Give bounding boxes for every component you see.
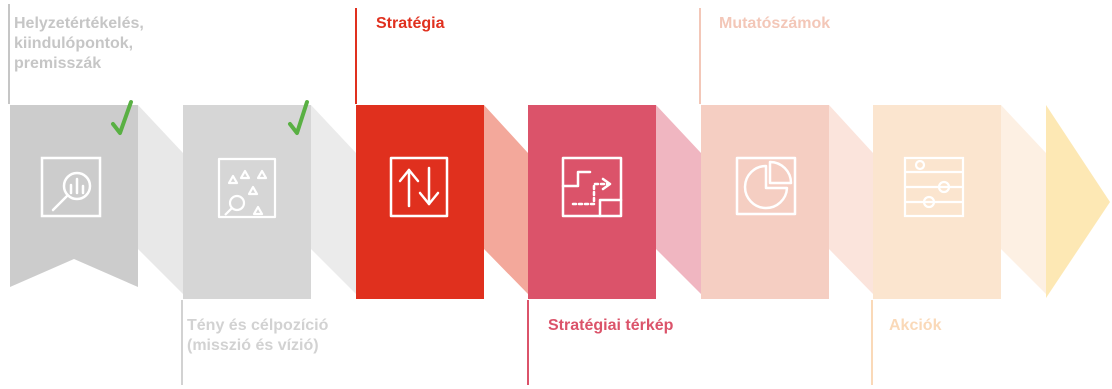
settings-gears-icon (903, 156, 965, 218)
step-connector (829, 105, 873, 294)
step-marker-line (527, 300, 529, 385)
step-label-current-target-position: Tény és célpozíció (misszió és vízió) (187, 317, 329, 354)
step-label-actions: Akciók (889, 317, 942, 334)
step-label-kpis: Mutatószámok (719, 15, 831, 32)
pie-chart-icon (735, 156, 797, 216)
step-label-strategy-map: Stratégiai térkép (548, 317, 674, 334)
step-connector (311, 105, 356, 294)
step-block (356, 105, 484, 299)
step-block (701, 105, 829, 299)
step-marker-line (355, 8, 357, 104)
step-connector (1001, 105, 1046, 294)
step-block (528, 105, 656, 299)
magnifier-chart-icon (40, 156, 102, 218)
checkmark-icon (288, 100, 309, 135)
step-block (183, 105, 311, 299)
step-marker-line (871, 300, 873, 385)
step-marker-line (699, 8, 701, 104)
up-down-arrows-icon (389, 156, 449, 218)
step-connector (138, 105, 183, 294)
step-connector (656, 105, 701, 294)
step-marker-line (8, 4, 10, 104)
step-label-situation-assessment: Helyzetértékelés, kiindulópontok, premis… (14, 15, 144, 72)
checkmark-icon (111, 100, 133, 135)
step-connector (484, 105, 528, 294)
step-label-strategy: Stratégia (376, 15, 445, 32)
target-triangles-icon (217, 157, 277, 219)
strategy-map-icon (561, 156, 623, 218)
step-block (10, 105, 138, 287)
step-marker-line (181, 300, 183, 385)
final-arrow (1046, 105, 1110, 298)
